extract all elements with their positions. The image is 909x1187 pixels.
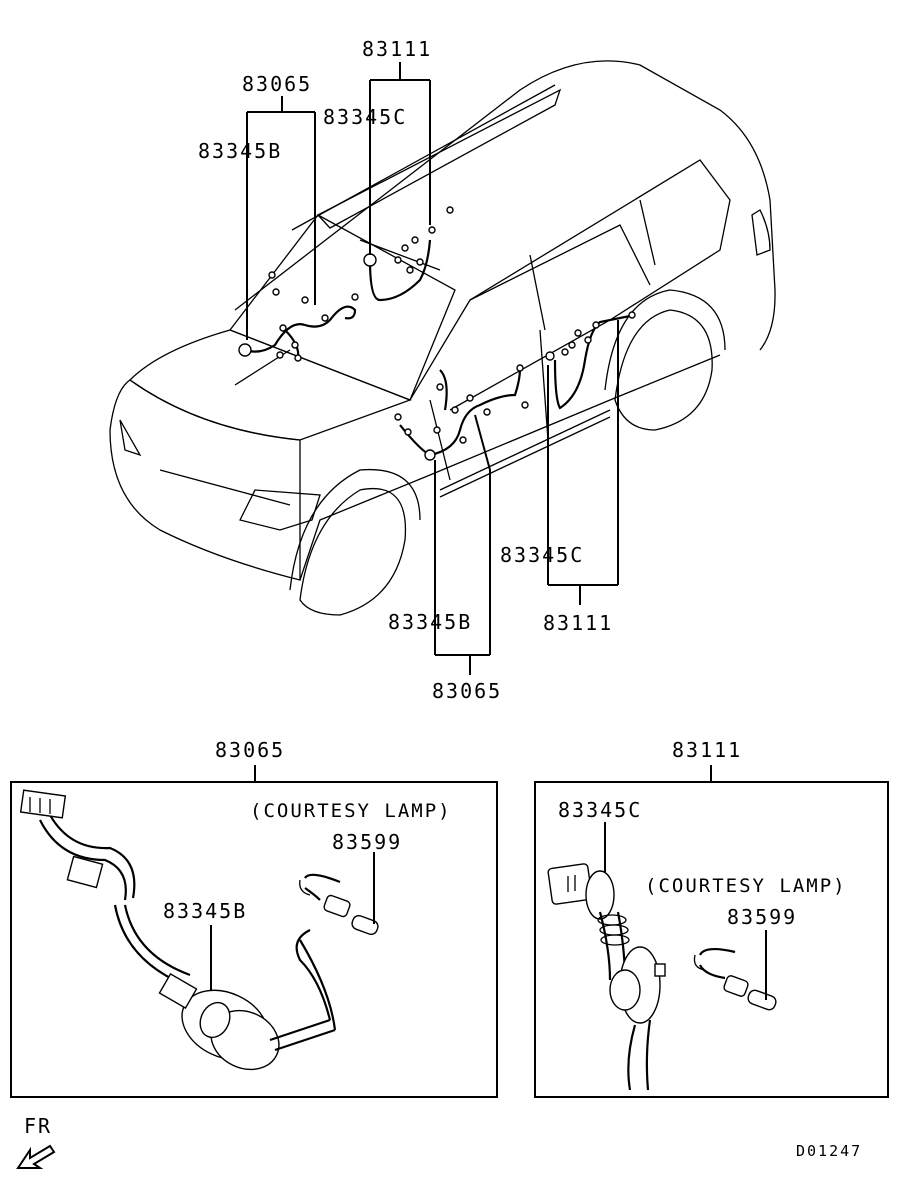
bottom-left-sub-label: 83345B — [388, 610, 472, 634]
harness-front-left — [238, 271, 359, 362]
detail-left-title: (COURTESY LAMP) — [250, 800, 452, 822]
detail-left-harness-label: 83345B — [163, 899, 247, 923]
top-mid-group-label: 83111 — [362, 37, 432, 61]
bottom-right-sub-label: 83345C — [500, 543, 584, 567]
detail-left-bulb-label: 83599 — [332, 830, 402, 854]
detail-box-right — [534, 765, 889, 1098]
top-left-group-label: 83065 — [242, 72, 312, 96]
detail-box-left — [10, 765, 498, 1098]
detail-right-title: (COURTESY LAMP) — [645, 875, 847, 897]
detail-left-group-label: 83065 — [215, 738, 285, 762]
detail-right-bulb-label: 83599 — [727, 905, 797, 929]
detail-right-group-label: 83111 — [672, 738, 742, 762]
bottom-right-group-label: 83111 — [543, 611, 613, 635]
bottom-left-group-label: 83065 — [432, 679, 502, 703]
harness-rear-right — [545, 311, 636, 410]
diagram-code: D01247 — [796, 1142, 862, 1160]
detail-right-harness-label: 83345C — [558, 798, 642, 822]
harness-mid-left — [363, 206, 454, 302]
front-arrow-icon — [16, 1144, 56, 1169]
harness-front-right — [394, 364, 529, 461]
leader-lines-top — [246, 62, 619, 675]
front-label: FR — [24, 1114, 52, 1138]
vehicle-outline — [109, 60, 776, 616]
top-left-sub-label: 83345B — [198, 139, 282, 163]
top-mid-sub-label: 83345C — [323, 105, 407, 129]
